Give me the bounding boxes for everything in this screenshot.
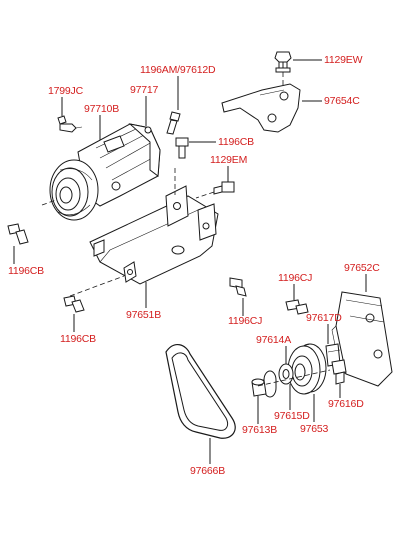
bolt-1129EM: [213, 181, 235, 195]
compressor-97710B: [49, 123, 161, 221]
bolt-1196CB-lower: [63, 295, 85, 313]
dash-pulley-axis: [257, 369, 331, 387]
label-97614A: 97614A: [256, 334, 292, 346]
bolt-97616D: [331, 359, 347, 385]
bolt-1196CJ-right: [285, 299, 309, 315]
washer-97614A: [278, 363, 294, 385]
v-belt-97666B: [165, 344, 236, 439]
bolt-1196CJ-left: [229, 277, 247, 297]
bolt-1196AM: [166, 111, 181, 135]
bolt-1196CB-upper: [175, 137, 189, 159]
label-97617D: 97617D: [306, 312, 342, 324]
dash-97651B-b: [69, 275, 125, 297]
bracket-97652C: [331, 291, 393, 387]
idler-pulley-97653: [287, 343, 327, 395]
bolt-1129EW: [274, 51, 292, 73]
label-1196AM-97612D: 1196AM/97612D: [140, 64, 216, 76]
label-97615D: 97615D: [274, 410, 310, 422]
label-1129EM: 1129EM: [210, 154, 248, 166]
dash-compressor-axis: [41, 199, 57, 206]
label-97654C: 97654C: [324, 95, 360, 107]
label-1129EW: 1129EW: [324, 54, 363, 66]
label-97616D: 97616D: [328, 398, 364, 410]
label-97651B: 97651B: [126, 309, 162, 321]
label-1799JC: 1799JC: [48, 85, 83, 97]
label-97613B: 97613B: [242, 424, 278, 436]
label-1196CJ-left: 1196CJ: [228, 315, 263, 327]
label-1196CB-lower: 1196CB: [60, 333, 96, 345]
bracket-97654C: [221, 83, 301, 133]
label-97666B: 97666B: [190, 465, 226, 477]
dash-1129EM: [195, 191, 215, 199]
label-97652C: 97652C: [344, 262, 380, 274]
label-1196CB-left: 1196CB: [8, 265, 44, 277]
bolt-1196CB-left: [7, 223, 29, 245]
clip-1799JC: [57, 115, 83, 133]
cap-97613B: [251, 378, 267, 397]
label-97710B: 97710B: [84, 103, 120, 115]
label-1196CJ-right: 1196CJ: [278, 272, 313, 284]
bracket-97651B: [89, 185, 219, 285]
label-97717: 97717: [130, 84, 159, 96]
label-1196CB-upper: 1196CB: [218, 136, 254, 148]
label-97653: 97653: [300, 423, 329, 435]
